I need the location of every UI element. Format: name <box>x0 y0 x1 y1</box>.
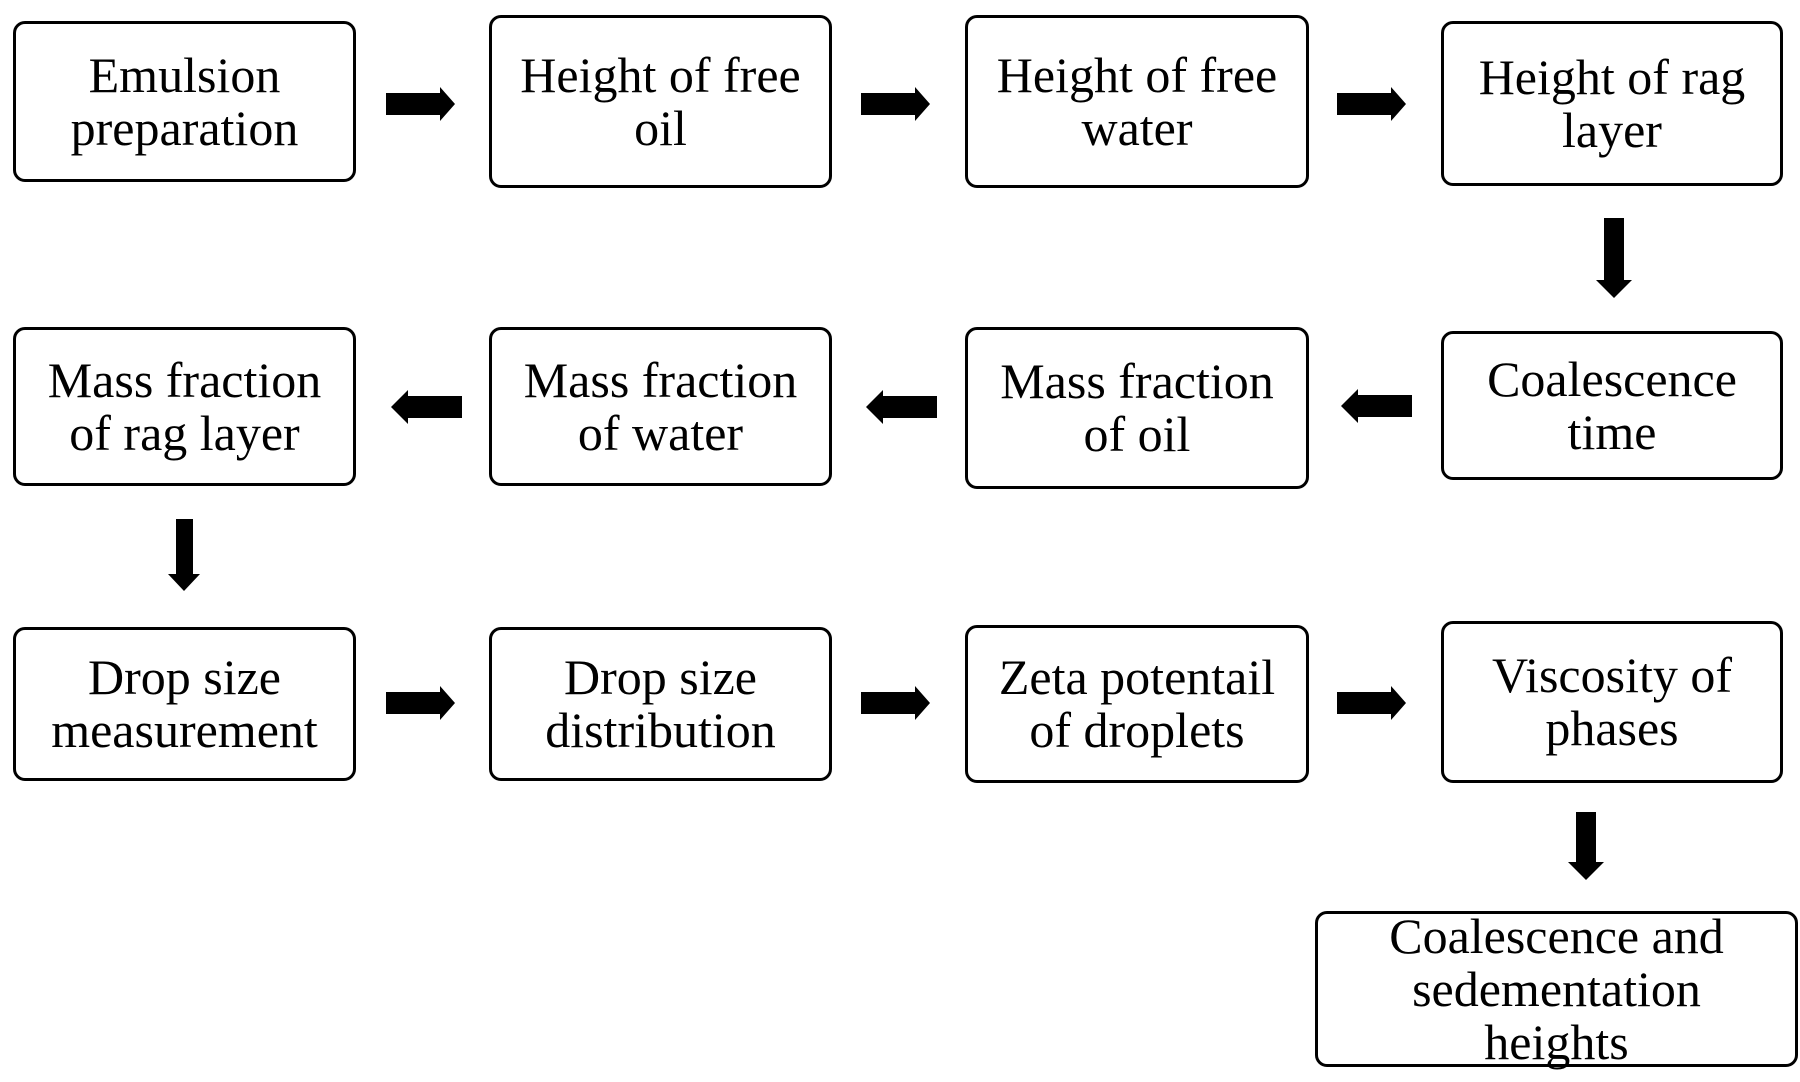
step-label: Height of free oil <box>520 46 801 156</box>
step-mass-fraction-oil: Mass fraction of oil <box>965 327 1309 489</box>
arrow-right-icon <box>1337 87 1406 121</box>
step-drop-size-distribution: Drop size distribution <box>489 627 832 781</box>
step-label: Drop size measurement <box>51 649 318 758</box>
step-label: Height of rag layer <box>1478 48 1746 158</box>
arrow-right-icon <box>1337 686 1406 720</box>
step-label: Coalescence time <box>1487 350 1737 460</box>
step-mass-fraction-water: Mass fraction of water <box>489 327 832 486</box>
step-mass-fraction-rag-layer: Mass fraction of rag layer <box>13 327 356 486</box>
step-viscosity-of-phases: Viscosity of phases <box>1441 621 1783 783</box>
step-label: Drop size distribution <box>545 649 776 758</box>
arrow-down-icon <box>168 519 200 591</box>
step-label: Mass fraction of rag layer <box>47 351 322 461</box>
step-coalescence-sedimentation-heights: Coalescence and sedementation heights <box>1315 907 1798 1070</box>
step-label: Mass fraction of oil <box>1000 353 1274 462</box>
arrow-left-icon <box>1341 389 1412 423</box>
arrow-right-icon <box>861 686 930 720</box>
arrow-down-icon <box>1568 812 1604 880</box>
arrow-right-icon <box>386 686 455 720</box>
step-coalescence-time: Coalescence time <box>1441 331 1783 480</box>
arrow-right-icon <box>386 87 455 121</box>
step-label: Coalescence and sedementation heights <box>1389 907 1724 1070</box>
step-label: Zeta potentail of droplets <box>998 649 1276 758</box>
arrow-left-icon <box>866 390 937 424</box>
step-label: Viscosity of phases <box>1491 647 1733 756</box>
arrow-down-icon <box>1596 218 1632 298</box>
step-height-free-water: Height of free water <box>965 15 1309 188</box>
step-label: Mass fraction of water <box>523 351 798 461</box>
step-drop-size-measurement: Drop size measurement <box>13 627 356 781</box>
arrow-left-icon <box>391 390 462 424</box>
arrow-right-icon <box>861 87 930 121</box>
step-label: Emulsion preparation <box>70 46 299 156</box>
step-emulsion-preparation: Emulsion preparation <box>13 21 356 182</box>
step-label: Height of free water <box>996 46 1278 156</box>
step-zeta-potential: Zeta potentail of droplets <box>965 625 1309 783</box>
step-height-rag-layer: Height of rag layer <box>1441 21 1783 186</box>
step-height-free-oil: Height of free oil <box>489 15 832 188</box>
